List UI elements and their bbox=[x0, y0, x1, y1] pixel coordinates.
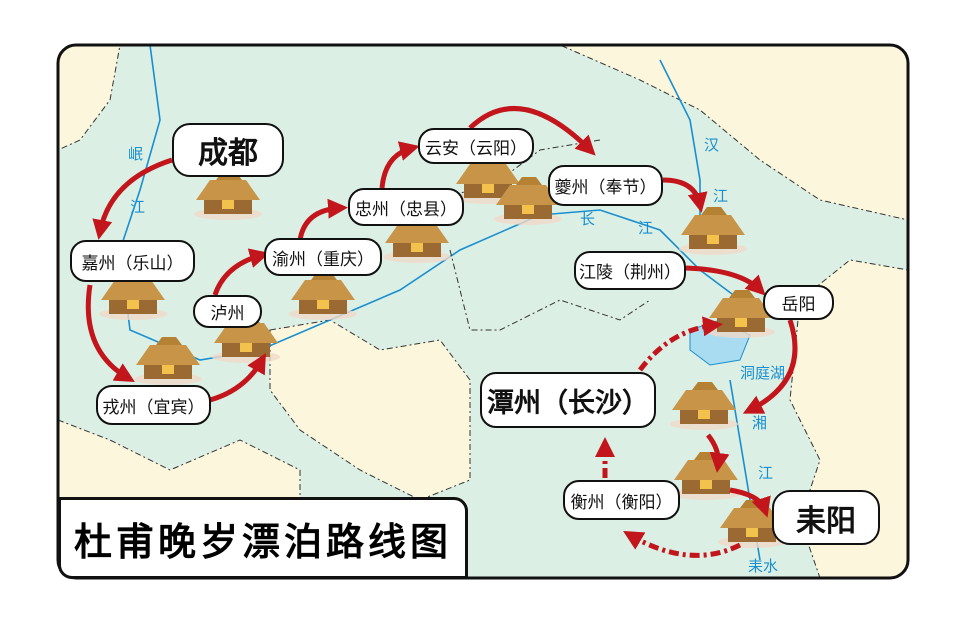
route-arrow bbox=[742, 319, 798, 414]
route-arrow bbox=[209, 353, 266, 403]
river-label: 岷 bbox=[128, 145, 144, 163]
route-arrow bbox=[685, 265, 766, 296]
river-label: 江 bbox=[638, 219, 654, 237]
river-label: 湘 bbox=[752, 414, 768, 432]
place-label-hengzhou: 衡州（衡阳） bbox=[563, 480, 680, 520]
route-arrow bbox=[92, 157, 173, 240]
route-arrow bbox=[729, 487, 771, 518]
river-label: 江 bbox=[130, 198, 146, 216]
river-label: 汉 bbox=[704, 136, 720, 154]
place-label-kuizhou: 夔州（奉节） bbox=[548, 165, 663, 206]
route-arrows bbox=[85, 106, 798, 558]
place-label-rongzhou: 戎州（宜宾） bbox=[96, 385, 211, 425]
river-label: 江 bbox=[713, 187, 729, 205]
place-label-tanzhou: 潭州（长沙） bbox=[480, 372, 656, 428]
route-arrow bbox=[212, 248, 270, 296]
river-label: 江 bbox=[758, 464, 774, 482]
route-arrow bbox=[297, 198, 348, 241]
place-label-chengdu: 成都 bbox=[172, 123, 284, 177]
map-frame bbox=[56, 43, 910, 580]
place-label-jiangling: 江陵（荆州） bbox=[574, 251, 686, 290]
route-arrow bbox=[706, 433, 730, 473]
river-label: 耒水 bbox=[748, 557, 779, 575]
place-label-leiyang: 耒阳 bbox=[772, 490, 880, 545]
route-arrow bbox=[638, 316, 723, 372]
route-arrow bbox=[85, 284, 135, 383]
place-label-zhongzhou: 忠州（忠县） bbox=[348, 188, 464, 226]
lake-label: 洞庭湖 bbox=[740, 364, 786, 382]
place-label-yunan: 云安（云阳） bbox=[418, 128, 534, 164]
river-label: 长 bbox=[580, 210, 596, 228]
place-label-jiazhou: 嘉州（乐山） bbox=[70, 240, 195, 282]
map-title: 杜甫晚岁漂泊路线图 bbox=[58, 497, 468, 579]
route-arrow bbox=[379, 141, 420, 189]
place-label-yueyang: 岳阳 bbox=[763, 285, 834, 320]
place-label-luzhou: 泸州 bbox=[193, 295, 262, 328]
route-arrow bbox=[468, 106, 596, 156]
place-label-yuzhou: 渝州（重庆） bbox=[264, 238, 382, 276]
route-arrow bbox=[662, 177, 708, 213]
